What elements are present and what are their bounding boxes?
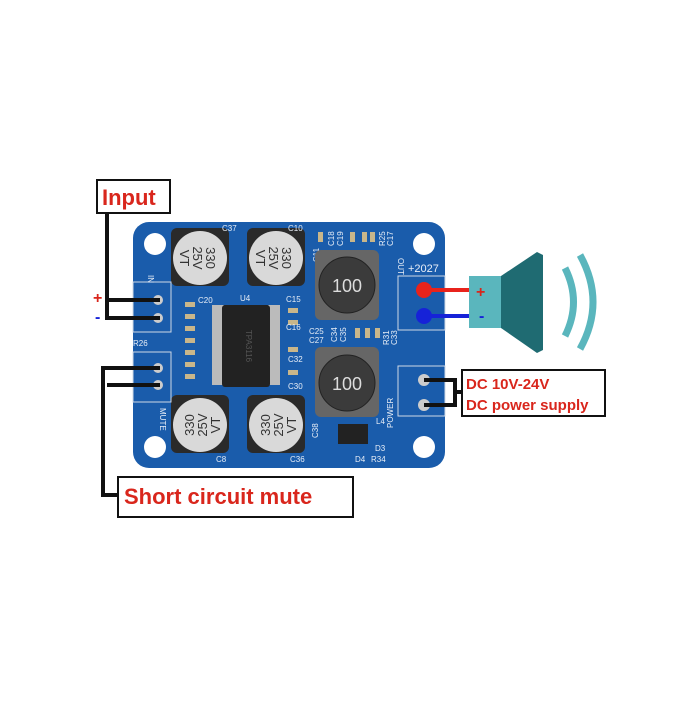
svg-text:100: 100 — [332, 374, 362, 394]
mute-wiring — [101, 366, 160, 497]
speaker-icon — [469, 252, 597, 353]
svg-text:25V: 25V — [271, 413, 286, 436]
label-c35: C35 — [339, 327, 348, 342]
svg-text:C20: C20 — [198, 296, 213, 305]
svg-text:25V: 25V — [195, 413, 210, 436]
svg-text:25V: 25V — [190, 246, 205, 269]
svg-text:C27: C27 — [309, 336, 324, 345]
svg-text:R34: R34 — [371, 455, 386, 464]
wire-end-red — [416, 282, 432, 298]
svg-text:VT: VT — [284, 417, 299, 434]
svg-text:C32: C32 — [288, 355, 303, 364]
input-plus-label: + — [93, 290, 102, 307]
svg-text:VT: VT — [177, 250, 192, 267]
svg-text:C36: C36 — [290, 455, 305, 464]
smd-components — [185, 232, 380, 379]
mute-label-box — [117, 476, 354, 518]
wire-end-blue — [416, 308, 432, 324]
svg-text:C15: C15 — [286, 295, 301, 304]
input-label-box — [96, 179, 171, 214]
input-terminal: IN — [132, 275, 172, 333]
svg-text:TPA3116: TPA3116 — [244, 330, 253, 363]
mount-hole — [413, 436, 435, 458]
speaker-minus-label: - — [479, 308, 484, 325]
svg-text:D4: D4 — [355, 455, 366, 464]
mute-terminal: MUTE — [132, 351, 172, 431]
label-c33: C33 — [390, 330, 399, 345]
diode — [338, 424, 368, 444]
power-label-box — [461, 369, 606, 417]
mute-label: Short circuit mute — [124, 484, 312, 509]
svg-text:100: 100 — [332, 276, 362, 296]
mount-hole — [413, 233, 435, 255]
input-label: Input — [102, 185, 156, 210]
svg-text:+2027: +2027 — [408, 263, 439, 275]
svg-text:C25: C25 — [309, 327, 324, 336]
svg-text:MUTE: MUTE — [158, 408, 167, 431]
label-r31: R31 — [382, 330, 391, 345]
svg-text:C16: C16 — [286, 323, 301, 332]
svg-text:25V: 25V — [266, 246, 281, 269]
svg-text:330: 330 — [258, 414, 273, 436]
svg-text:C30: C30 — [288, 382, 303, 391]
svg-text:POWER: POWER — [386, 398, 395, 428]
svg-text:C8: C8 — [216, 455, 227, 464]
svg-text:330: 330 — [279, 247, 294, 269]
svg-text:C10: C10 — [288, 224, 303, 233]
inductor: 100 — [315, 347, 379, 417]
label-c19: C19 — [336, 231, 345, 246]
speaker-plus-label: + — [476, 284, 485, 301]
power-voltage-label: DC 10V-24V — [466, 376, 549, 393]
label-c34: C34 — [330, 327, 339, 342]
input-wiring — [105, 213, 160, 320]
svg-text:IN: IN — [146, 275, 155, 283]
amplifier-chip: U4 TPA3116 — [212, 294, 280, 387]
label-c17: C17 — [386, 231, 395, 246]
svg-text:OUT: OUT — [396, 258, 405, 275]
label-c18: C18 — [327, 231, 336, 246]
svg-text:VT: VT — [253, 250, 268, 267]
svg-text:330: 330 — [203, 247, 218, 269]
input-minus-label: - — [95, 309, 100, 326]
power-supply-label: DC power supply — [466, 397, 589, 414]
svg-text:U4: U4 — [240, 294, 251, 303]
power-wiring — [424, 378, 462, 407]
svg-text:L4: L4 — [376, 417, 385, 426]
svg-text:R26: R26 — [133, 339, 148, 348]
inductor: 100 — [315, 250, 379, 320]
mount-hole — [144, 436, 166, 458]
svg-text:D3: D3 — [375, 444, 386, 453]
label-c38: C38 — [311, 423, 320, 438]
label-r25: R25 — [378, 231, 387, 246]
mount-hole — [144, 233, 166, 255]
svg-text:330: 330 — [182, 414, 197, 436]
svg-text:VT: VT — [208, 417, 223, 434]
svg-text:C37: C37 — [222, 224, 237, 233]
